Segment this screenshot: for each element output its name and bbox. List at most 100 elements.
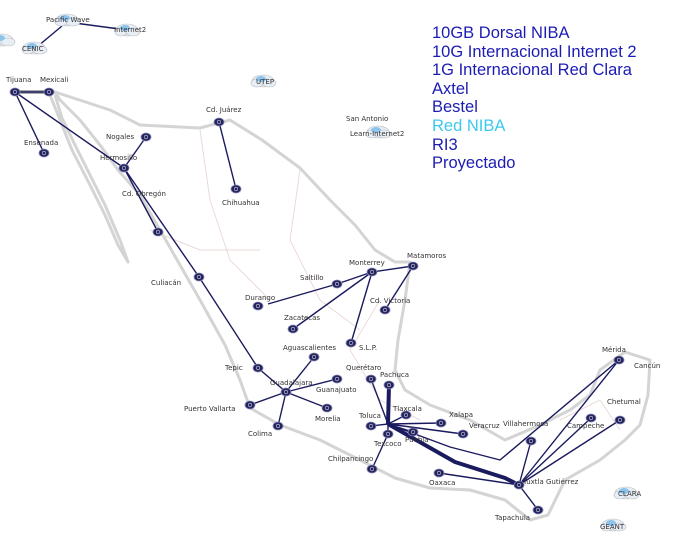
cloud-icon <box>611 522 627 532</box>
router-icon-glyph <box>247 402 253 408</box>
node-slp[interactable]: S.L.P. <box>345 338 377 352</box>
router-icon-glyph <box>528 438 534 444</box>
node-juarez[interactable]: Cd. Juárez <box>206 106 242 127</box>
router-icon-glyph <box>41 150 47 156</box>
city-label: Chilpancingo <box>328 455 373 463</box>
cloud-icon <box>261 78 277 88</box>
city-label: Puebla <box>405 436 429 444</box>
city-label: Toluca <box>358 412 381 420</box>
city-label: Veracruz <box>469 422 500 430</box>
node-campeche[interactable]: Campeche <box>567 413 604 430</box>
router-icon-glyph <box>155 229 161 235</box>
router-icon-glyph <box>255 365 261 371</box>
city-label: Cd. Victoria <box>370 297 410 305</box>
router-icon <box>152 227 164 237</box>
city-label: Morelia <box>315 415 341 423</box>
node-tapachula[interactable]: Tapachula <box>494 505 544 522</box>
cloud-label: CENIC <box>22 45 44 53</box>
node-guadalajara[interactable]: Guadalajara <box>270 379 313 397</box>
node-chihuahua[interactable]: Chihuahua <box>222 184 260 207</box>
node-durango[interactable]: Durango <box>245 294 275 311</box>
node-guanajuato[interactable]: Guanajuato <box>316 374 357 394</box>
node-monterrey[interactable]: Monterrey <box>349 259 385 277</box>
city-label: Pachuca <box>380 371 409 379</box>
router-icon-glyph <box>438 420 444 426</box>
node-pachuca[interactable]: Pachuca <box>380 371 409 390</box>
node-saltillo[interactable]: Saltillo <box>300 274 343 289</box>
cloud-label: Internet2 <box>114 26 146 34</box>
node-texcoco[interactable]: Texcoco <box>373 429 402 448</box>
legend-item: Bestel <box>432 98 478 117</box>
router-icon <box>321 403 333 413</box>
node-nogales[interactable]: Nogales <box>106 132 152 142</box>
node-morelia[interactable]: Morelia <box>315 403 341 423</box>
node-veracruz[interactable]: Veracruz <box>457 422 500 439</box>
city-label: Colima <box>248 430 272 438</box>
node-ensenada[interactable]: Ensenada <box>24 139 58 158</box>
legend-item: 10G Internacional Internet 2 <box>432 42 637 61</box>
router-icon <box>9 87 21 97</box>
cloud-highlight <box>0 35 5 41</box>
link-monterrey-saltillo <box>336 271 373 285</box>
cloud-icon <box>65 17 81 27</box>
node-tepic[interactable]: Tepic <box>224 363 264 373</box>
node-xalapa[interactable]: Xalapa <box>435 411 473 428</box>
router-icon <box>382 429 394 439</box>
cloud-highlight <box>619 488 629 494</box>
node-colima[interactable]: Colima <box>248 421 284 438</box>
state-border <box>149 229 260 251</box>
link-hermosillo-obregon <box>123 167 159 233</box>
link-juarez-chihuahua <box>218 121 237 190</box>
cloud-label: Learn-Internet2 <box>350 130 404 138</box>
router-icon-glyph <box>368 423 374 429</box>
mexico-outline <box>48 90 652 522</box>
node-tijuana[interactable]: Tijuana <box>5 76 31 97</box>
city-label: Matamoros <box>407 252 446 260</box>
node-toluca[interactable]: Toluca <box>358 412 381 431</box>
node-puebla[interactable]: Puebla <box>405 427 429 444</box>
node-hermosillo[interactable]: Hermosillo <box>100 154 137 173</box>
router-icon-glyph <box>436 470 442 476</box>
router-icon-glyph <box>12 89 18 95</box>
link-guadalajara-morelia <box>285 391 328 409</box>
city-label: Guadalajara <box>270 379 313 387</box>
node-aguascalientes[interactable]: Aguascalientes <box>283 344 336 362</box>
node-mexicali[interactable]: Mexicali <box>40 76 68 97</box>
node-matamoros[interactable]: Matamoros <box>407 252 446 271</box>
router-icon <box>331 279 343 289</box>
node-oaxaca[interactable]: Oaxaca <box>429 468 455 487</box>
node-queretaro[interactable]: Querétaro <box>346 364 381 384</box>
node-obregon[interactable]: Cd. Obregón <box>122 190 166 237</box>
cloud-internet2: Internet2 <box>114 23 146 37</box>
router-icon-glyph <box>386 382 392 388</box>
link-monterrey-zacatecas <box>292 271 373 330</box>
coastline <box>48 90 652 522</box>
node-villahermosa[interactable]: Villahermosa <box>503 420 548 446</box>
cloud-icon <box>125 27 141 37</box>
router-icon <box>345 338 357 348</box>
city-label: Tepic <box>224 364 243 372</box>
node-culiacan[interactable]: Culiacán <box>151 272 205 287</box>
node-victoria[interactable]: Cd. Victoria <box>370 297 410 315</box>
node-zacatecas[interactable]: Zacatecas <box>284 314 320 334</box>
cloud-label: San Antonio <box>346 115 388 123</box>
link-tuxtla-merida <box>518 359 620 486</box>
cloud-label: UTEP <box>256 78 274 86</box>
router-icon-glyph <box>368 376 374 382</box>
node-vallarta[interactable]: Puerto Vallarta <box>184 400 256 413</box>
city-label: Saltillo <box>300 274 324 282</box>
cloud-san_antonio: San Antonio <box>346 115 388 123</box>
router-icon-glyph <box>588 415 594 421</box>
city-label: Cd. Juárez <box>206 106 242 114</box>
city-label: Hermosillo <box>100 154 137 162</box>
router-icon <box>280 387 292 397</box>
node-tuxtla[interactable]: Tuxtla Gutiérrez <box>513 478 579 490</box>
node-tlaxcala[interactable]: Tlaxcala <box>392 405 422 420</box>
node-cancun[interactable]: Cancún <box>634 362 660 370</box>
state-border <box>289 169 361 331</box>
node-chilpancingo[interactable]: Chilpancingo <box>328 455 378 474</box>
node-merida[interactable]: Mérida <box>602 346 626 365</box>
node-chetumal[interactable]: Chetumal <box>607 398 641 425</box>
router-icon-glyph <box>283 389 289 395</box>
